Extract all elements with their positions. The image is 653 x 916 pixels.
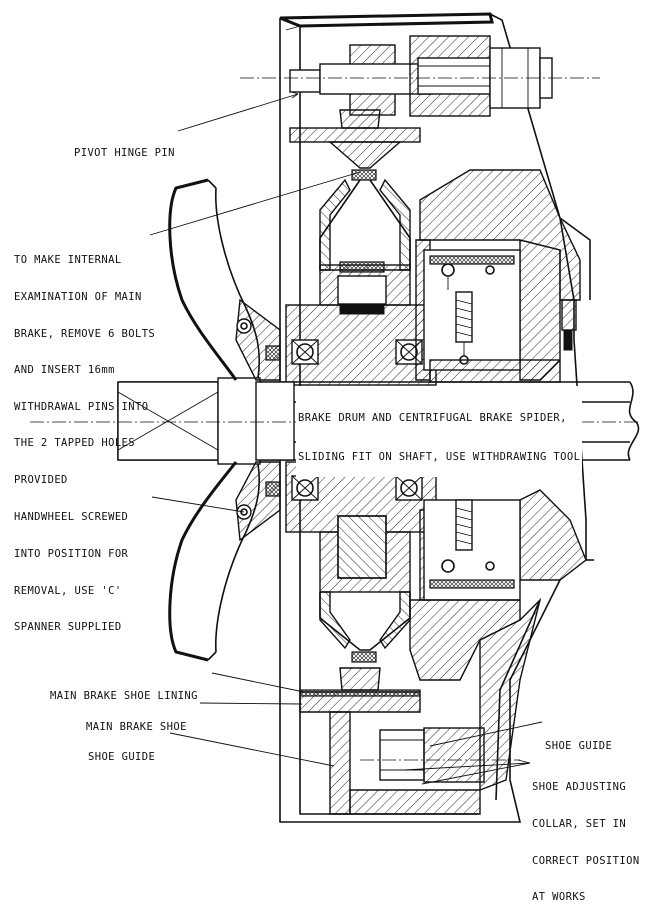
brake-drum-line-1: BRAKE DRUM AND CENTRIFUGAL BRAKE SPIDER, [298,412,567,424]
internal-examination-line-2: EXAMINATION OF MAIN [14,291,142,304]
shoe-adjusting-collar-line-3: CORRECT POSITION [532,854,640,867]
internal-examination-line-4: AND INSERT 16mm [14,364,115,377]
lower-brake-shoe [299,515,421,713]
main-brake-shoe-lining-text: MAIN BRAKE SHOE LINING [50,690,198,703]
shoe-adjusting-collar-line-4: AT WORKS [532,891,586,904]
handwheel-label: HANDWHEEL SCREWED INTO POSITION FOR REMO… [14,487,128,646]
shoe-guide-left-label: SHOE GUIDE [88,727,155,776]
tension-spring-icon [455,291,473,343]
internal-examination-line-5: WITHDRAWAL PINS INTO [14,400,149,413]
handwheel-line-1: HANDWHEEL SCREWED [14,511,129,524]
shoe-adjusting-collar-line-1: SHOE ADJUSTING [532,781,627,794]
internal-examination-label: TO MAKE INTERNAL EXAMINATION OF MAIN BRA… [14,230,155,498]
shoe-guide-left-text: SHOE GUIDE [88,751,156,764]
brake-drum-label: BRAKE DRUM AND CENTRIFUGAL BRAKE SPIDER,… [296,386,583,477]
pivot-hinge-pin [240,35,600,117]
shoe-guide-right-label: SHOE GUIDE [545,716,612,765]
main-brake-shoe-label: MAIN BRAKE SHOE [86,697,187,746]
ball-bearing-icon [291,475,319,501]
tension-spring-icon [455,499,473,551]
ball-bearing-icon [291,339,319,365]
handwheel-line-3: REMOVAL, USE 'C' [14,584,122,597]
pivot-hinge-pin-label: PIVOT HINGE PIN [74,123,175,172]
handwheel-line-4: SPANNER SUPPLIED [14,621,122,634]
internal-examination-line-6: THE 2 TAPPED HOLES [14,437,135,450]
ball-bearing-icon [395,475,423,501]
internal-examination-line-1: TO MAKE INTERNAL [14,254,122,267]
main-brake-shoe-text: MAIN BRAKE SHOE [86,721,187,734]
leader-lines [149,91,543,785]
hex-bolt-icon [236,318,252,334]
pivot-hinge-pin-text: PIVOT HINGE PIN [74,147,175,160]
shoe-adjusting-collar-line-2: COLLAR, SET IN [532,818,627,831]
brake-assembly-drawing [30,12,640,823]
lower-housing-block [329,489,587,815]
brake-drum-line-2: SLIDING FIT ON SHAFT, USE WITHDRAWING TO… [298,451,581,463]
handwheel-line-2: INTO POSITION FOR [14,548,129,561]
internal-examination-line-3: BRAKE, REMOVE 6 BOLTS [14,327,156,340]
upper-brake-shoe [285,109,437,386]
handwheel [168,178,281,662]
shoe-guide-right-text: SHOE GUIDE [545,740,613,753]
main-brake-shoe-lining-label: MAIN BRAKE SHOE LINING [50,666,198,715]
shoe-adjusting-collar-label: SHOE ADJUSTING COLLAR, SET IN CORRECT PO… [532,757,640,916]
internal-examination-line-7: PROVIDED [14,474,68,487]
